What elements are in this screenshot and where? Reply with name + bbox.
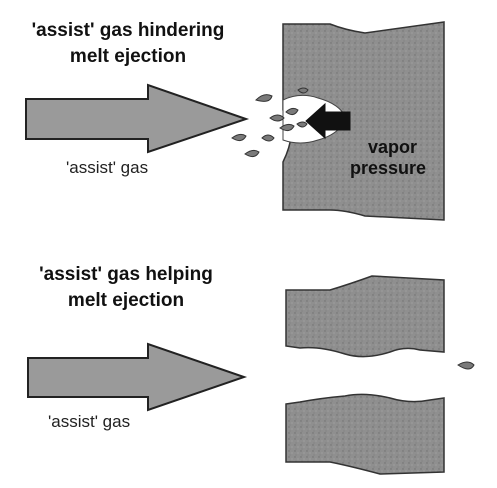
caption-bottom: 'assist' gas helping melt ejection — [16, 262, 236, 314]
ejected-droplet — [457, 361, 475, 370]
caption-bottom-line2: melt ejection — [67, 290, 185, 311]
vapor-pressure-arrow — [305, 102, 351, 140]
assist-gas-arrow-top — [25, 83, 250, 154]
assist-gas-label-bottom: 'assist' gas — [48, 412, 131, 431]
caption-top: 'assist' gas hindering melt ejection — [8, 18, 248, 70]
assist-gas-arrow-bottom — [27, 342, 248, 412]
vapor-label-line2: pressure — [350, 158, 427, 178]
workpiece-bottom-upper — [285, 275, 445, 358]
assist-gas-label-top: 'assist' gas — [66, 158, 149, 177]
workpiece-bottom-lower — [285, 393, 445, 475]
vapor-label-line1: vapor — [368, 137, 418, 157]
caption-top-line1: 'assist' gas hindering — [31, 20, 225, 41]
caption-bottom-line1: 'assist' gas helping — [39, 264, 213, 285]
melt-droplets-top — [231, 87, 309, 158]
caption-top-line2: melt ejection — [69, 46, 187, 67]
vapor-pressure-label: vapor pressure — [350, 137, 426, 179]
